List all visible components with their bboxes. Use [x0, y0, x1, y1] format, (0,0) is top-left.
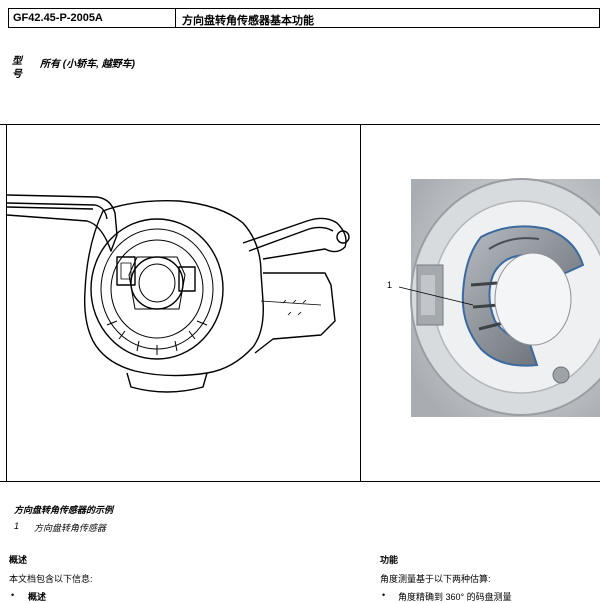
figure-caption: 方向盘转角传感器的示例	[14, 505, 114, 515]
function-intro: 角度测量基于以下两种估算:	[380, 574, 491, 584]
sensor-photo	[398, 178, 600, 417]
model-value: 所有 (小轿车, 越野车)	[40, 59, 135, 70]
bullet-marker: •	[11, 590, 15, 600]
overview-bullet-item: 概述	[28, 592, 47, 602]
legend-text: 方向盘转角传感器	[34, 523, 107, 533]
callout-number: 1	[387, 280, 393, 290]
model-label: 型号	[12, 56, 22, 80]
document-code: GF42.45-P-2005A	[9, 9, 176, 27]
legend-number: 1	[14, 521, 20, 531]
document-title: 方向盘转角传感器基本功能	[182, 15, 314, 27]
steering-column-drawing-panel	[6, 125, 361, 481]
steering-column-drawing	[6, 194, 350, 393]
sensor-photo-panel: 1	[361, 125, 600, 481]
function-bullet-item: 角度精确到 360° 的码盘测量	[398, 592, 512, 602]
function-heading: 功能	[380, 555, 399, 565]
bullet-marker: •	[382, 590, 386, 600]
overview-intro: 本文档包含以下信息:	[9, 574, 93, 584]
overview-heading: 概述	[9, 555, 28, 565]
document-header: GF42.45-P-2005A 方向盘转角传感器基本功能	[8, 8, 600, 28]
figure-frame: 1	[0, 124, 600, 482]
